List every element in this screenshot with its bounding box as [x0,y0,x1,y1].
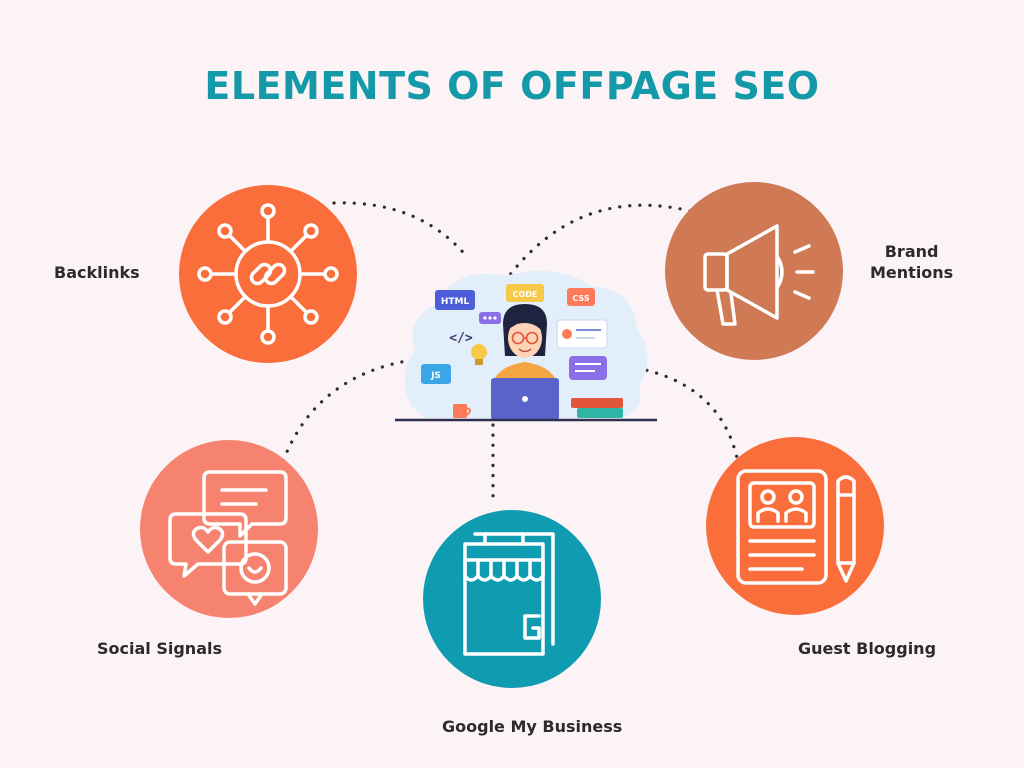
document-pencil-icon [736,469,856,585]
megaphone-icon [703,224,815,326]
google-my-business-circle [423,510,601,688]
developer-at-laptop-illustration: HTML CODE CSS </> JS [395,270,657,422]
storefront-icon [463,532,555,656]
google-my-business-label: Google My Business [442,717,623,736]
brand-mentions-label-line1: Brand [884,242,939,261]
css-tag: CSS [572,294,589,303]
backlinks-label: Backlinks [54,263,140,282]
js-tag: JS [430,371,441,381]
code-tag: CODE [513,290,538,299]
code-symbol: </> [449,331,473,346]
connector-brand-mentions [507,203,692,278]
chain-network-icon [197,203,339,345]
backlinks-circle [179,185,357,363]
html-tag: HTML [441,297,470,307]
brand-mentions-circle [665,182,843,360]
social-signals-label: Social Signals [97,639,222,658]
social-signals-circle [140,440,318,618]
page-title: ELEMENTS OF OFFPAGE SEO [204,64,820,108]
brand-mentions-label-line2: Mentions [870,263,954,282]
guest-blogging-label: Guest Blogging [798,639,937,658]
brand-mentions-label: Brand Mentions [870,241,953,283]
connector-guest-blogging [635,366,739,460]
connector-social-signals [284,358,414,456]
chat-bubbles-icon [168,470,288,606]
guest-blogging-circle [706,437,884,615]
connector-backlinks [332,201,470,260]
